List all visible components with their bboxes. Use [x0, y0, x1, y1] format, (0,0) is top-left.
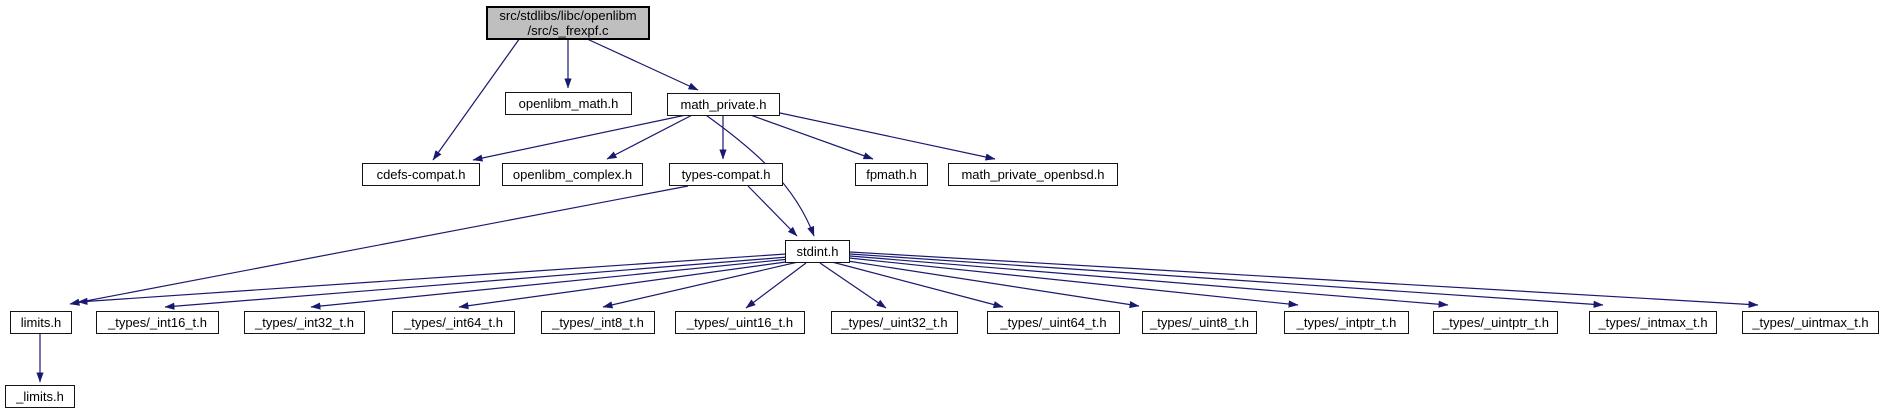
edge-types_compat-stdint: [747, 185, 798, 237]
node-_limits-h[interactable]: _limits.h: [5, 385, 75, 408]
edge-stdint-limits: [77, 253, 787, 305]
node-types-intptr_t-h[interactable]: _types/_intptr_t.h: [1284, 311, 1409, 334]
edge-stdint-int64: [458, 260, 794, 310]
edge-math_private-openlibm_complex: [606, 111, 699, 160]
node-label: _types/_int8_t.h: [552, 315, 644, 330]
edge-math_private-math_private_openbsd: [765, 109, 996, 161]
edge-root-math_private: [584, 37, 699, 91]
node-label: _types/_int64_t.h: [403, 315, 504, 330]
edge-stdint-uint32: [819, 262, 887, 309]
node-types-uint8_t-h[interactable]: _types/_uint8_t.h: [1142, 311, 1257, 334]
node-types-compat-h[interactable]: types-compat.h: [669, 163, 783, 186]
node-stdint-h[interactable]: stdint.h: [785, 240, 850, 263]
node-label: _types/_intptr_t.h: [1296, 315, 1397, 330]
node-label: _types/_uintptr_t.h: [1442, 315, 1549, 330]
node-cdefs-compat-h[interactable]: cdefs-compat.h: [362, 163, 480, 186]
node-fpmath-h[interactable]: fpmath.h: [855, 163, 928, 186]
node-label: fpmath.h: [866, 167, 917, 182]
edge-stdint-int16: [164, 256, 789, 310]
node-label: math_private.h: [680, 97, 767, 112]
node-types-int64_t-h[interactable]: _types/_int64_t.h: [392, 311, 515, 334]
node-types-uint16_t-h[interactable]: _types/_uint16_t.h: [675, 311, 805, 334]
node-label: _types/_uint32_t.h: [841, 315, 948, 330]
node-label: _types/_uint64_t.h: [1000, 315, 1107, 330]
edge-math_private-fpmath: [741, 111, 874, 160]
node-label: openlibm_math.h: [518, 96, 619, 111]
node-label: _types/_int16_t.h: [107, 315, 208, 330]
edge-stdint-uint16: [745, 262, 807, 309]
edge-stdint-intptr: [848, 257, 1299, 308]
node-label: types-compat.h: [681, 167, 771, 182]
node-types-uintptr_t-h[interactable]: _types/_uintptr_t.h: [1433, 311, 1558, 334]
edge-stdint-intmax: [849, 253, 1604, 308]
edge-stdint-int8: [602, 261, 799, 309]
node-label: stdint.h: [796, 244, 839, 259]
node-types-int8_t-h[interactable]: _types/_int8_t.h: [541, 311, 655, 334]
node-label: _types/_uintmax_t.h: [1752, 315, 1869, 330]
node-types-uint64_t-h[interactable]: _types/_uint64_t.h: [987, 311, 1120, 334]
node-label: _types/_int32_t.h: [254, 315, 355, 330]
node-label: _limits.h: [16, 389, 64, 404]
edge-stdint-uint64: [831, 261, 1004, 309]
node-label: _types/_uint8_t.h: [1149, 315, 1250, 330]
edge-root-cdefs_compat: [432, 37, 521, 161]
node-limits-h[interactable]: limits.h: [10, 311, 72, 334]
node-src-s_frexpf-c[interactable]: src/stdlibs/libc/openlibm /src/s_frexpf.…: [486, 6, 650, 40]
node-label: _types/_intmax_t.h: [1598, 315, 1708, 330]
node-label: src/stdlibs/libc/openlibm /src/s_frexpf.…: [499, 8, 637, 38]
node-types-uintmax_t-h[interactable]: _types/_uintmax_t.h: [1742, 311, 1879, 334]
node-types-int16_t-h[interactable]: _types/_int16_t.h: [96, 311, 219, 334]
node-label: cdefs-compat.h: [376, 167, 466, 182]
edge-stdint-uint8: [840, 259, 1140, 309]
node-math_private-h[interactable]: math_private.h: [667, 93, 780, 116]
node-types-intmax_t-h[interactable]: _types/_intmax_t.h: [1589, 311, 1717, 334]
edge-stdint-uintptr: [849, 255, 1449, 308]
node-openlibm_complex-h[interactable]: openlibm_complex.h: [502, 163, 643, 186]
edge-types_compat-limits: [69, 185, 689, 306]
node-types-int32_t-h[interactable]: _types/_int32_t.h: [244, 311, 365, 334]
node-math_private_openbsd-h[interactable]: math_private_openbsd.h: [948, 163, 1118, 186]
node-label: _types/_uint16_t.h: [686, 315, 794, 330]
node-label: limits.h: [20, 315, 62, 330]
node-label: openlibm_complex.h: [512, 167, 633, 182]
node-types-uint32_t-h[interactable]: _types/_uint32_t.h: [831, 311, 958, 334]
edge-stdint-int32: [310, 258, 791, 310]
node-openlibm_math-h[interactable]: openlibm_math.h: [505, 92, 632, 115]
node-label: math_private_openbsd.h: [961, 167, 1105, 182]
edge-math_private-cdefs_compat: [472, 110, 706, 162]
edge-stdint-uintmax: [849, 251, 1759, 309]
